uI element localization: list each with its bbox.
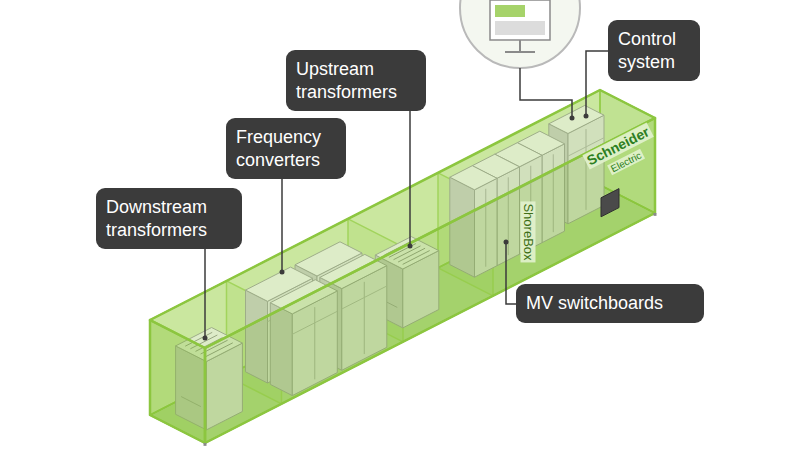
- callout-box: Frequency converters: [226, 118, 346, 179]
- monitor-screen: [490, 0, 550, 40]
- callout-box: Control system: [608, 20, 700, 81]
- callout-box: Upstream transformers: [286, 50, 426, 111]
- corner-foot: [654, 213, 657, 216]
- monitor-stand: [519, 40, 521, 52]
- container-back: [150, 90, 655, 443]
- callout-box: MV switchboards: [516, 284, 704, 323]
- icon-circle: [460, 0, 580, 68]
- leader-dot: [203, 336, 208, 341]
- leader-dot: [408, 244, 413, 249]
- callout-text: Frequency converters: [236, 126, 336, 171]
- screen-panel: [495, 5, 525, 17]
- leader-line: [520, 68, 572, 118]
- monitor-base: [505, 51, 535, 53]
- callout-text: Downstream transformers: [106, 196, 232, 241]
- leader-dot: [570, 116, 575, 121]
- container-front: [150, 90, 655, 446]
- monitor-icon: [460, 0, 580, 68]
- leader-dot: [280, 270, 285, 275]
- callout-text: Control system: [618, 28, 690, 73]
- sign-plate: [601, 189, 619, 217]
- callout-box: Downstream transformers: [96, 188, 242, 249]
- callout-text: Upstream transformers: [296, 58, 416, 103]
- leader-dot: [504, 240, 509, 245]
- corner-foot: [204, 443, 207, 446]
- screen-panel: [495, 21, 545, 35]
- product-name: ShoreBox: [521, 201, 536, 262]
- callout-text: MV switchboards: [526, 292, 694, 315]
- leader-dot: [584, 114, 589, 119]
